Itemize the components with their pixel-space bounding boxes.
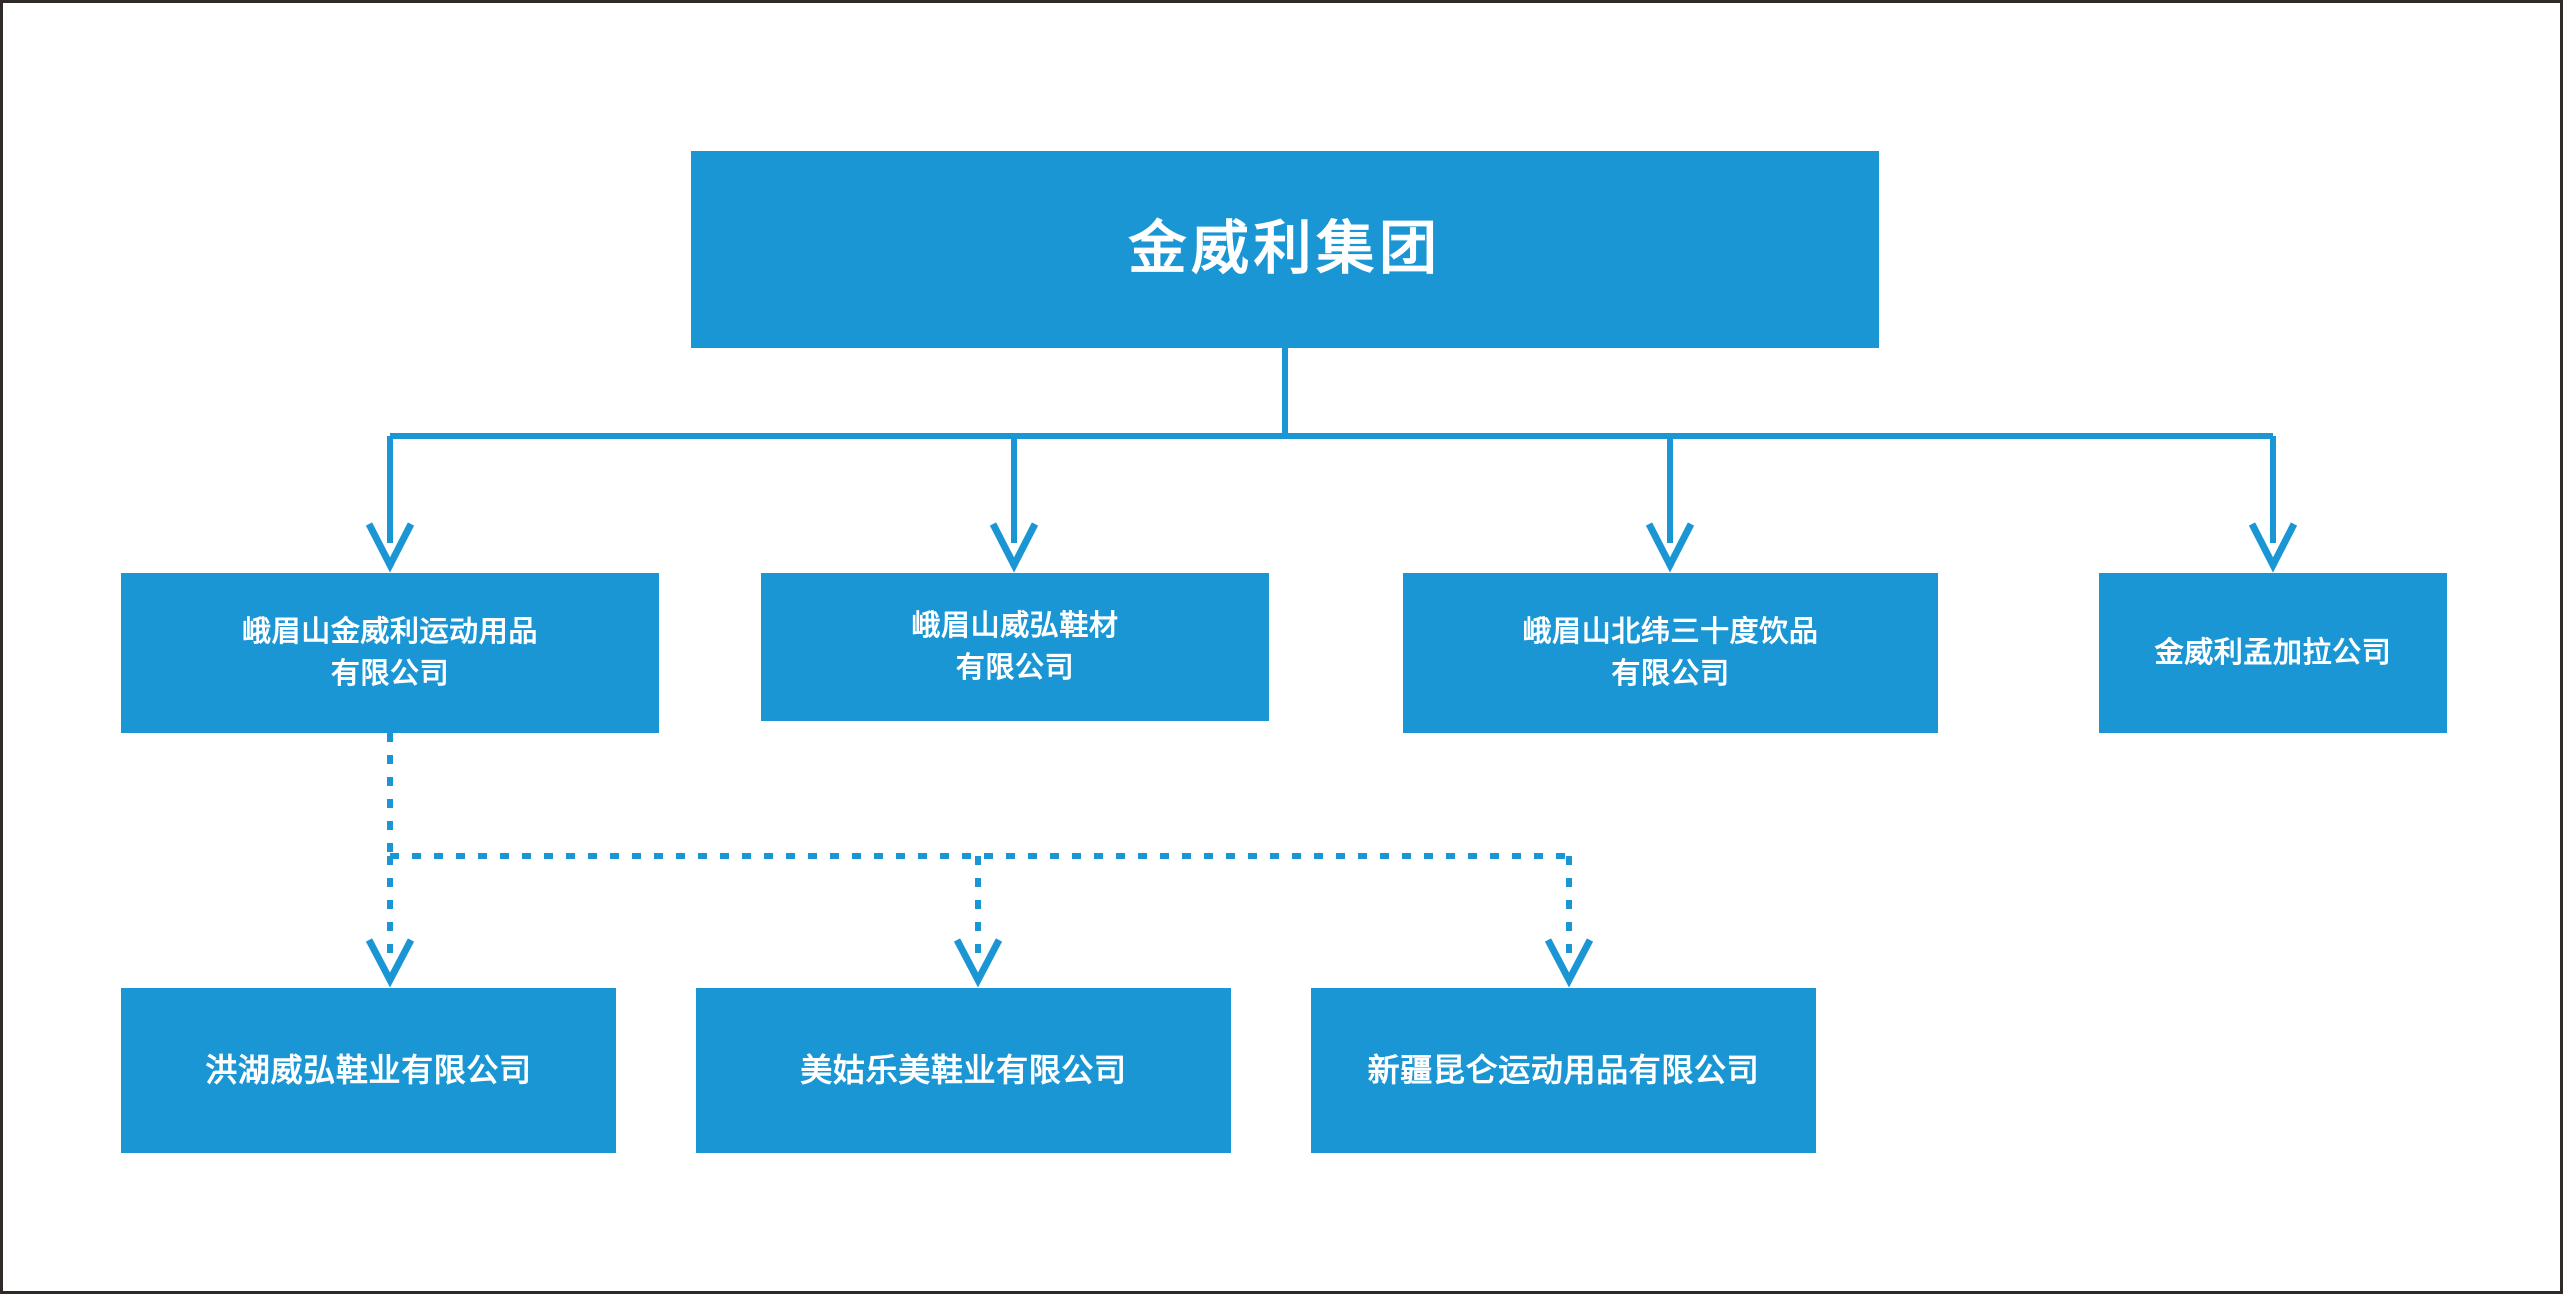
- org-node-l3-1-label: 美姑乐美鞋业有限公司: [706, 1047, 1221, 1093]
- org-node-l2-0-line-2: 有限公司: [330, 658, 450, 690]
- org-node-l2-1-line-1: 峨眉山威弘鞋材: [911, 609, 1119, 642]
- connector-group-dotted: [387, 733, 1572, 958]
- org-node-l2-3-line-1: 金威利孟加拉公司: [2154, 636, 2392, 669]
- arrowhead-l3-0: [365, 938, 415, 988]
- org-node-l3-0-line-1: 洪湖威弘鞋业有限公司: [205, 1052, 532, 1089]
- arrowhead-l3-1: [953, 938, 1003, 988]
- connector-group-solid: [387, 348, 2276, 543]
- org-node-l2-3-label: 金威利孟加拉公司: [2109, 632, 2437, 674]
- arrowhead-l2-3: [2248, 522, 2298, 573]
- org-node-l2-2-line-2: 有限公司: [1611, 658, 1730, 690]
- arrowhead-l2-0: [365, 522, 415, 573]
- org-node-l2-1-label: 峨眉山威弘鞋材 有限公司: [771, 605, 1259, 689]
- arrowhead-l2-2: [1645, 522, 1695, 573]
- org-node-l2-2-label: 峨眉山北纬三十度饮品 有限公司: [1413, 611, 1928, 695]
- org-node-l2-0-line-1: 峨眉山金威利运动用品: [242, 615, 538, 648]
- arrowhead-l3-2: [1544, 938, 1594, 988]
- org-node-l3-2-label: 新疆昆仑运动用品有限公司: [1321, 1047, 1806, 1093]
- org-node-emeishan-jinweili-sports[interactable]: 峨眉山金威利运动用品 有限公司: [121, 573, 659, 733]
- org-node-l3-0-label: 洪湖威弘鞋业有限公司: [131, 1047, 606, 1093]
- arrowhead-group-dotted: [365, 938, 1594, 988]
- org-node-root-label: 金威利集团: [701, 207, 1869, 291]
- org-node-emeishan-beiwei-30-beverage[interactable]: 峨眉山北纬三十度饮品 有限公司: [1403, 573, 1938, 733]
- org-node-root-line-1: 金威利集团: [1128, 216, 1442, 282]
- org-node-l3-1-line-1: 美姑乐美鞋业有限公司: [800, 1052, 1127, 1089]
- org-node-l2-1-line-2: 有限公司: [955, 652, 1075, 684]
- arrowhead-l2-1: [989, 522, 1039, 573]
- org-node-jinweili-bangladesh[interactable]: 金威利孟加拉公司: [2099, 573, 2447, 733]
- org-node-l2-0-label: 峨眉山金威利运动用品 有限公司: [131, 611, 649, 695]
- org-node-root[interactable]: 金威利集团: [691, 151, 1879, 348]
- org-node-xinjiang-kunlun-sports[interactable]: 新疆昆仑运动用品有限公司: [1311, 988, 1816, 1153]
- org-node-meigu-lemei-footwear[interactable]: 美姑乐美鞋业有限公司: [696, 988, 1231, 1153]
- org-node-l3-2-line-1: 新疆昆仑运动用品有限公司: [1367, 1052, 1760, 1089]
- org-node-emeishan-weihong-shoe-material[interactable]: 峨眉山威弘鞋材 有限公司: [761, 573, 1269, 721]
- arrowhead-group-solid: [365, 522, 2298, 573]
- org-node-l2-2-line-1: 峨眉山北纬三十度饮品: [1522, 615, 1819, 648]
- org-node-honghu-weihong-footwear[interactable]: 洪湖威弘鞋业有限公司: [121, 988, 616, 1153]
